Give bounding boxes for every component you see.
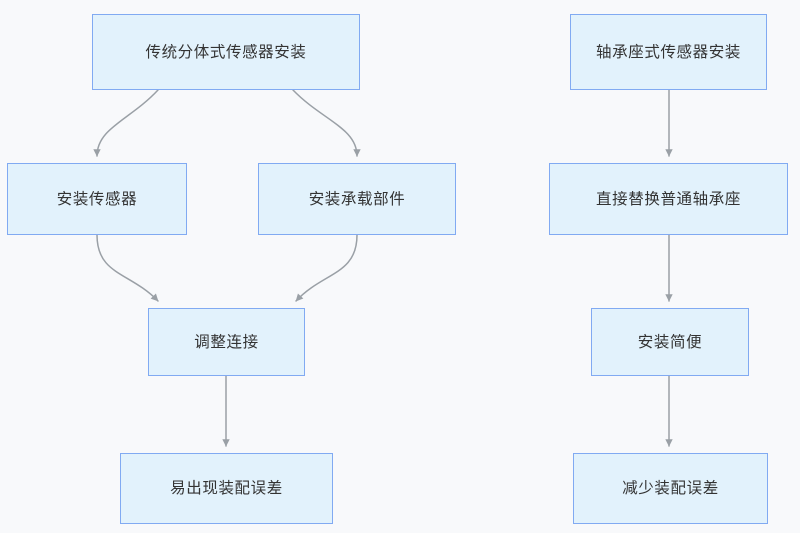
edge-n3-to-n4 [295, 234, 358, 302]
node-reduced-assembly-error[interactable]: 减少装配误差 [573, 453, 768, 524]
node-bearing-seat-sensor-install[interactable]: 轴承座式传感器安装 [570, 14, 767, 90]
node-label: 安装简便 [637, 332, 703, 351]
node-label: 传统分体式传感器安装 [145, 42, 307, 61]
node-install-sensor[interactable]: 安装传感器 [7, 163, 187, 235]
node-label: 调整连接 [194, 332, 259, 351]
edge-n1-to-n2 [93, 89, 159, 157]
edge-n2-to-n4 [96, 234, 159, 302]
node-label: 易出现装配误差 [170, 479, 283, 498]
node-install-load-bearing-component[interactable]: 安装承载部件 [258, 163, 456, 235]
node-label: 轴承座式传感器安装 [596, 42, 741, 61]
edge-n1-to-n3 [292, 89, 361, 157]
node-easy-installation[interactable]: 安装简便 [591, 308, 749, 376]
node-adjust-connection[interactable]: 调整连接 [148, 308, 305, 376]
node-label: 安装传感器 [56, 189, 138, 208]
node-label: 安装承载部件 [308, 189, 406, 208]
node-label: 减少装配误差 [622, 479, 719, 498]
node-label: 直接替换普通轴承座 [596, 189, 741, 208]
node-direct-replace-ordinary-bearing-seat[interactable]: 直接替换普通轴承座 [549, 163, 788, 235]
node-prone-to-assembly-error[interactable]: 易出现装配误差 [120, 453, 333, 524]
node-traditional-split-sensor-install[interactable]: 传统分体式传感器安装 [92, 14, 360, 90]
